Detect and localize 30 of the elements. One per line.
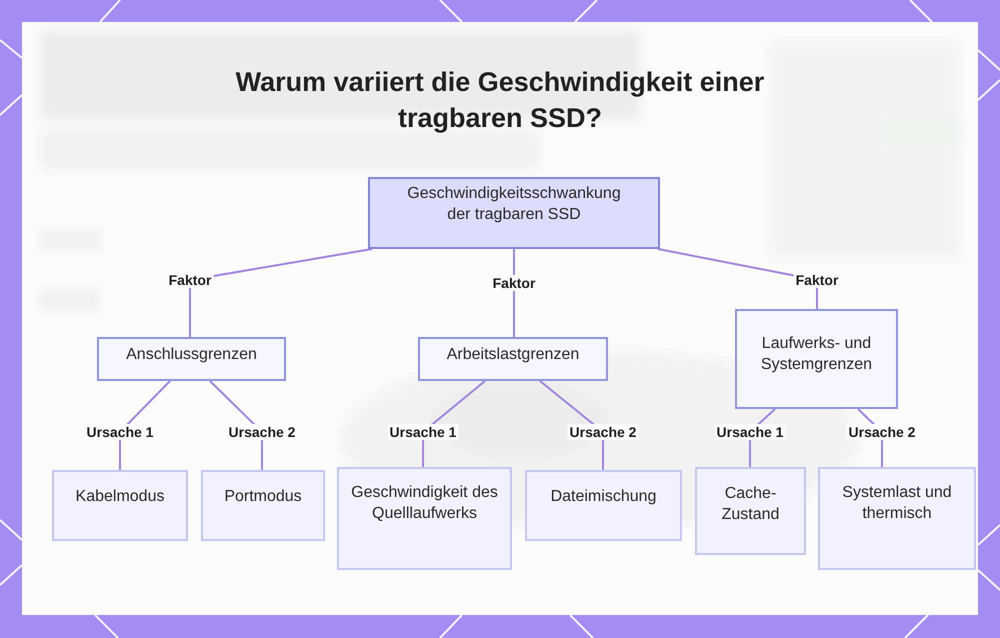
edge-label: Faktor — [794, 272, 840, 288]
cause-box — [525, 470, 682, 541]
node-text: Geschwindigkeit des Quelllaufwerks — [351, 482, 498, 524]
node-text: Anschlussgrenzen — [126, 344, 257, 364]
factor-box — [418, 337, 608, 381]
edge-label: Ursache 1 — [84, 424, 156, 440]
edge-label: Ursache 2 — [568, 424, 638, 440]
edge-label: Ursache 1 — [714, 424, 786, 440]
cause-box — [818, 467, 976, 570]
cause-box — [201, 470, 325, 541]
cause-box — [52, 470, 188, 541]
node-text: Systemlast und thermisch — [841, 482, 953, 524]
node-text: Dateimischung — [550, 487, 656, 507]
cause-box — [337, 467, 512, 570]
node-text: Kabelmodus — [76, 487, 164, 507]
factor-box — [97, 337, 286, 381]
node-text: Portmodus — [224, 487, 302, 507]
node-text: Arbeitslastgrenzen — [446, 344, 580, 364]
factor-box — [735, 309, 898, 409]
edge-label: Ursache 2 — [846, 424, 918, 440]
edge-label: Faktor — [166, 272, 214, 288]
node-text: Geschwindigkeitsschwankung der tragbaren SSD — [406, 184, 622, 225]
cause-box — [695, 467, 806, 555]
title: Warum variiert die Geschwindigkeit einer tragbaren SSD? — [234, 66, 766, 135]
root-box — [368, 177, 660, 249]
node-text: Cache-Zustand — [720, 484, 780, 525]
node-text: Laufwerks- und Systemgrenzen — [760, 334, 874, 375]
edge-label: Ursache 2 — [226, 424, 298, 440]
edge-label: Faktor — [490, 275, 538, 291]
edge-label: Ursache 1 — [388, 424, 458, 440]
